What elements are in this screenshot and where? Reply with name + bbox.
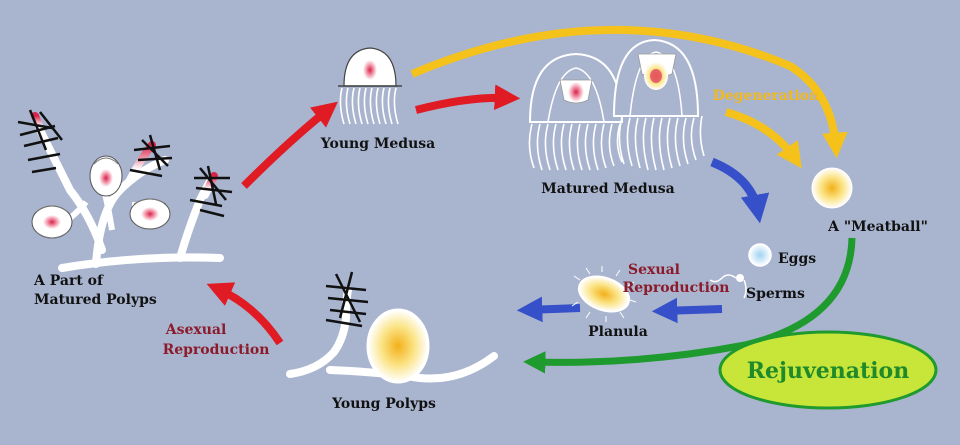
egg-cell-illustration: [748, 243, 772, 267]
arrow-polyps-to-young-medusa: [241, 101, 338, 189]
gonangium-1: [31, 205, 73, 239]
arrow-young-polyps-to-matured-polyps: [206, 282, 284, 346]
planula-label: Planula: [588, 324, 648, 340]
meatball-illustration: [811, 167, 853, 209]
degeneration-label: Degeneration: [713, 88, 820, 104]
matured-polyps-illustration: [17, 109, 233, 272]
arrow-gametes-to-planula: [651, 297, 723, 324]
young-medusa-label: Young Medusa: [320, 136, 435, 152]
arrow-young-to-matured-medusa: [414, 84, 521, 114]
eggs-label: Eggs: [778, 251, 816, 267]
arrow-matured-medusa-to-gametes: [710, 157, 770, 224]
sperms-label: Sperms: [746, 286, 805, 302]
rejuvenation-label: Rejuvenation: [747, 358, 909, 384]
matured-polyps-label-line1: A Part of: [33, 273, 104, 289]
gonangium-2: [89, 155, 123, 197]
sexual-reproduction-label-line2: Reproduction: [623, 280, 730, 296]
young-medusa-illustration: [338, 47, 402, 125]
arrow-planula-to-young-polyps: [516, 296, 581, 323]
matured-medusa-label: Matured Medusa: [541, 181, 675, 197]
planula-illustration: [571, 266, 637, 322]
gonangium-3: [129, 198, 171, 230]
meatball-label: A "Meatball": [827, 219, 928, 235]
matured-medusa-large-illustration: [612, 38, 705, 171]
young-polyps-label: Young Polyps: [331, 396, 436, 412]
young-polyps-illustration: [286, 271, 498, 384]
arrow-young-medusa-to-meatball: [410, 26, 848, 159]
rejuvenation-badge: Rejuvenation: [718, 330, 938, 410]
arrow-degeneration-to-meatball: [724, 108, 802, 169]
sperm-cell-illustration: [709, 274, 747, 299]
asexual-reproduction-label-line2: Reproduction: [163, 342, 270, 358]
matured-polyps-label-line2: Matured Polyps: [34, 292, 157, 308]
asexual-reproduction-label-line1: Asexual: [165, 322, 227, 338]
matured-medusa-small-illustration: [528, 52, 624, 171]
sexual-reproduction-label-line1: Sexual: [628, 262, 680, 278]
